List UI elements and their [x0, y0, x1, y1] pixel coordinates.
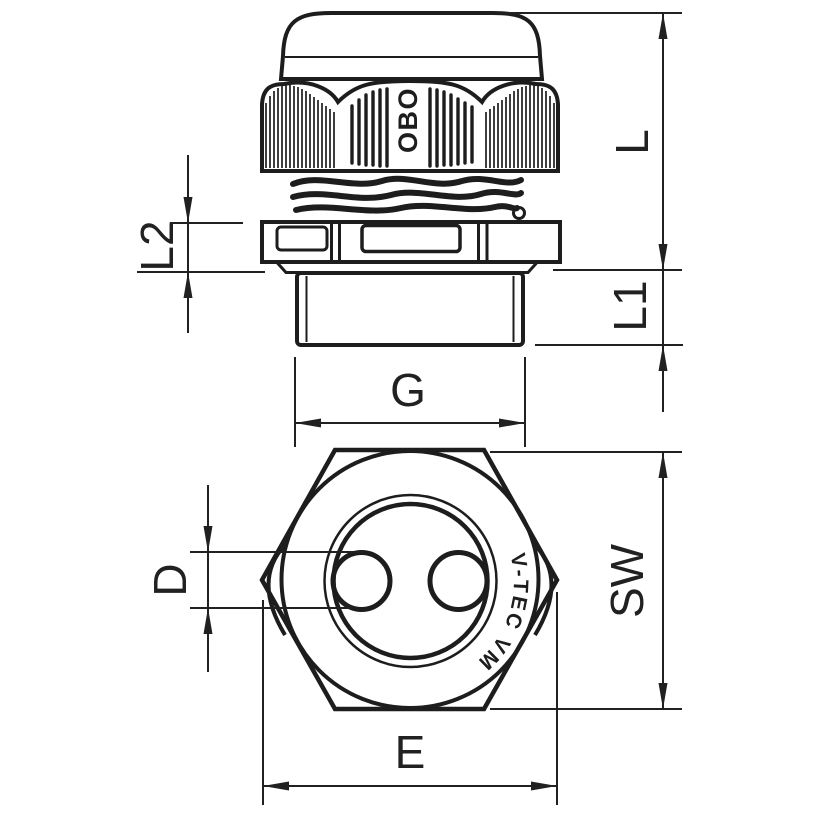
- arrowhead: [658, 244, 668, 270]
- dimension-annotations: L L1 L2 G D SW E: [131, 12, 683, 805]
- arrowhead: [658, 345, 668, 371]
- dimension-label-E: E: [395, 726, 426, 778]
- arrowhead: [183, 197, 193, 223]
- dimension-label-L2: L2: [131, 220, 183, 271]
- dimension-label-L1: L1: [604, 280, 656, 331]
- knurl-hatch-left: [265, 85, 335, 168]
- chamfer-circle: [279, 449, 541, 710]
- plateau-ribs: [350, 87, 474, 168]
- flange-facet-panel-center: [360, 223, 462, 254]
- knurl-hatch-right: [485, 85, 555, 168]
- arrowhead: [203, 526, 213, 552]
- arrowhead: [499, 418, 525, 428]
- dimension-label-L: L: [606, 129, 658, 155]
- dome-cap: [278, 11, 545, 81]
- arrowhead: [203, 608, 213, 634]
- thread-stem: [295, 271, 525, 347]
- hex-flange: [260, 220, 562, 264]
- arrowhead: [531, 781, 557, 791]
- cable-hole-right: [427, 550, 490, 612]
- arrowhead: [183, 272, 193, 298]
- coil-end-loop: [512, 206, 526, 220]
- corner-arc-right: [533, 543, 554, 637]
- hex-body: [259, 447, 560, 712]
- arrowhead: [658, 13, 668, 39]
- seal-coils: [290, 175, 526, 220]
- arrowhead: [658, 683, 668, 709]
- seal-ring-outer: [323, 493, 498, 669]
- flange-facet-panel-left: [275, 225, 329, 252]
- dimension-label-G: G: [390, 364, 426, 416]
- dimension-label-D: D: [144, 563, 196, 596]
- knurled-nut: [260, 78, 560, 173]
- arrowhead: [295, 418, 321, 428]
- brand-logo-text: OBO: [393, 87, 423, 153]
- bottom-view: V-TEC VM: [259, 447, 560, 712]
- dimension-label-SW: SW: [601, 543, 653, 618]
- arrowhead: [263, 781, 289, 791]
- side-view: OBO: [260, 11, 562, 347]
- arrowhead: [658, 452, 668, 478]
